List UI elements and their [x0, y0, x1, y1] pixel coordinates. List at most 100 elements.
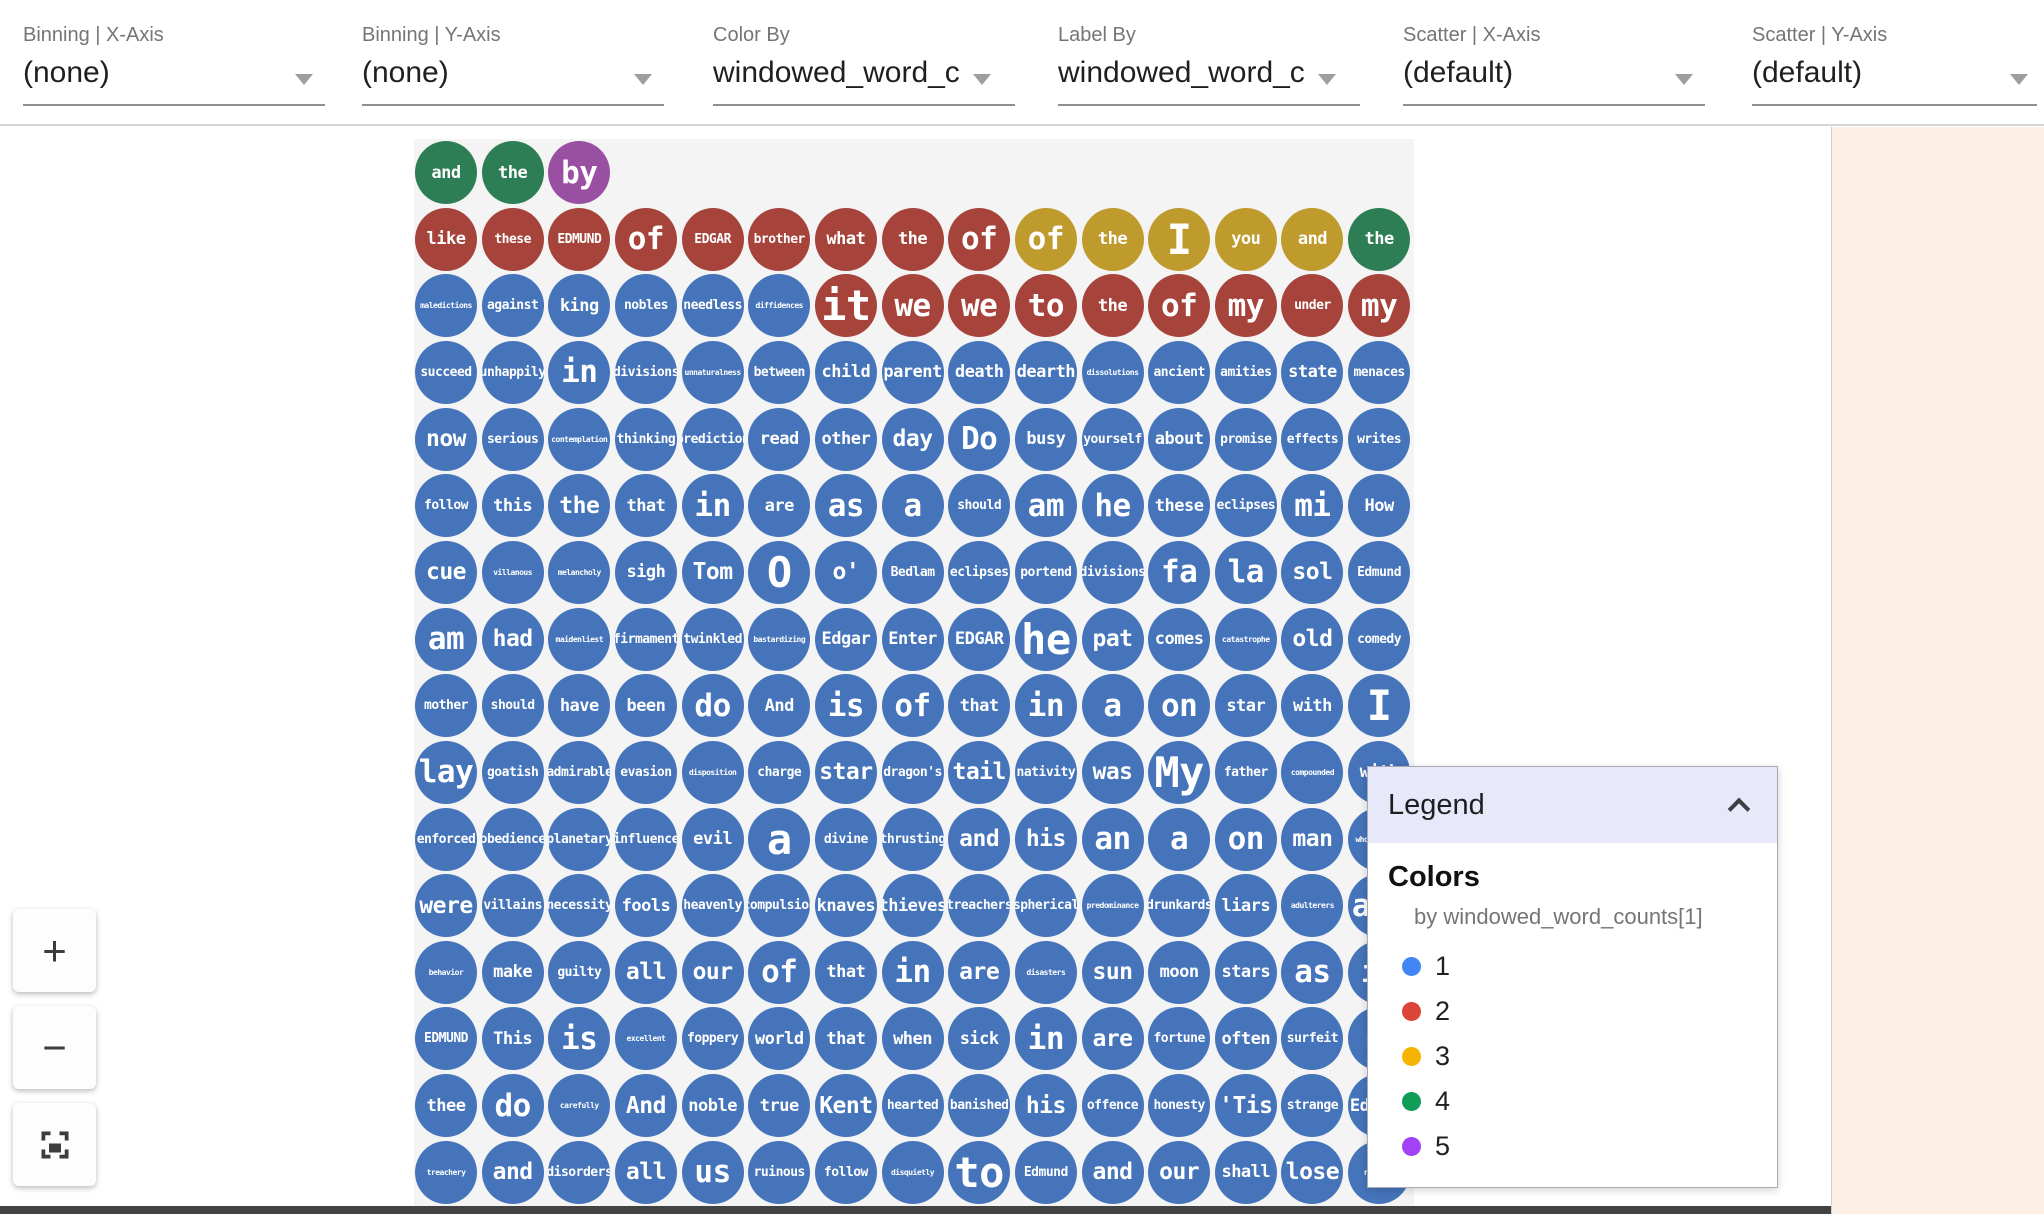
word-bubble[interactable]: surfeit	[1281, 1007, 1344, 1071]
word-bubble[interactable]: ruinous	[748, 1140, 811, 1204]
word-bubble[interactable]: and	[1281, 207, 1344, 271]
word-bubble[interactable]: of	[948, 207, 1011, 271]
word-bubble[interactable]: been	[614, 674, 677, 738]
word-bubble[interactable]: portend	[1014, 540, 1077, 604]
word-bubble[interactable]: Do	[948, 407, 1011, 471]
word-bubble[interactable]: our	[681, 940, 744, 1004]
word-bubble[interactable]: Edmund	[1348, 540, 1411, 604]
word-bubble[interactable]: nativity	[1014, 740, 1077, 804]
word-bubble[interactable]: guilty	[548, 940, 611, 1004]
word-bubble[interactable]: stars	[1214, 940, 1277, 1004]
word-bubble[interactable]: la	[1214, 540, 1277, 604]
word-bubble[interactable]: our	[1148, 1140, 1211, 1204]
word-bubble[interactable]: now	[415, 407, 477, 471]
word-bubble[interactable]: charge	[748, 740, 811, 804]
word-bubble[interactable]: fa	[1148, 540, 1211, 604]
word-bubble[interactable]: and	[1081, 1140, 1144, 1204]
word-bubble[interactable]: tail	[948, 740, 1011, 804]
word-bubble[interactable]: sigh	[614, 540, 677, 604]
word-bubble[interactable]: Enter	[881, 607, 944, 671]
word-bubble[interactable]: promise	[1214, 407, 1277, 471]
word-bubble[interactable]: dragon's	[881, 740, 944, 804]
word-bubble[interactable]: EDGAR	[681, 207, 744, 271]
word-bubble[interactable]: villanous	[481, 540, 544, 604]
word-bubble[interactable]: menaces	[1348, 340, 1411, 404]
word-bubble[interactable]: EDMUND	[548, 207, 611, 271]
word-bubble[interactable]: the	[1081, 274, 1144, 338]
word-bubble[interactable]: treachers	[948, 874, 1011, 938]
word-bubble[interactable]: have	[548, 674, 611, 738]
word-bubble[interactable]: villains	[481, 874, 544, 938]
word-bubble[interactable]: the	[1348, 207, 1411, 271]
word-bubble[interactable]: sun	[1081, 940, 1144, 1004]
word-bubble[interactable]: excellent	[614, 1007, 677, 1071]
word-bubble[interactable]: disquietly	[881, 1140, 944, 1204]
word-bubble[interactable]: do	[481, 1074, 544, 1138]
word-bubble[interactable]: am	[415, 607, 477, 671]
word-bubble[interactable]: disposition	[681, 740, 744, 804]
word-bubble[interactable]: star	[1214, 674, 1277, 738]
word-bubble[interactable]: catastrophe	[1214, 607, 1277, 671]
word-bubble[interactable]: the	[1081, 207, 1144, 271]
word-bubble[interactable]: to	[948, 1140, 1011, 1204]
word-bubble[interactable]: was	[1081, 740, 1144, 804]
word-bubble[interactable]: How	[1348, 474, 1411, 538]
word-bubble[interactable]: to	[1014, 274, 1077, 338]
word-bubble[interactable]: enforced	[415, 807, 477, 871]
word-bubble[interactable]: Edgar	[814, 607, 877, 671]
word-bubble[interactable]: that	[948, 674, 1011, 738]
word-bubble[interactable]: evasion	[614, 740, 677, 804]
word-bubble[interactable]: we	[948, 274, 1011, 338]
word-bubble[interactable]: in	[881, 940, 944, 1004]
word-bubble[interactable]: his	[1014, 807, 1077, 871]
word-bubble[interactable]: often	[1214, 1007, 1277, 1071]
word-bubble[interactable]: divine	[814, 807, 877, 871]
word-bubble[interactable]: honesty	[1148, 1074, 1211, 1138]
word-bubble[interactable]: do	[681, 674, 744, 738]
word-bubble[interactable]: his	[1014, 1074, 1077, 1138]
word-bubble[interactable]: and	[481, 1140, 544, 1204]
word-bubble[interactable]: day	[881, 407, 944, 471]
word-bubble[interactable]: when	[881, 1007, 944, 1071]
word-bubble[interactable]: And	[748, 674, 811, 738]
word-bubble[interactable]: you	[1214, 207, 1277, 271]
word-bubble[interactable]: divisions	[614, 340, 677, 404]
word-bubble[interactable]: am	[1014, 474, 1077, 538]
word-bubble[interactable]: strange	[1281, 1074, 1344, 1138]
word-bubble[interactable]: true	[748, 1074, 811, 1138]
word-bubble[interactable]: mother	[415, 674, 477, 738]
word-bubble[interactable]: predominance	[1081, 874, 1144, 938]
word-bubble[interactable]: heavenly	[681, 874, 744, 938]
word-bubble[interactable]: my	[1348, 274, 1411, 338]
word-bubble[interactable]: and	[948, 807, 1011, 871]
word-bubble[interactable]: comedy	[1348, 607, 1411, 671]
word-bubble[interactable]: hearted	[881, 1074, 944, 1138]
word-bubble[interactable]: contemplation	[548, 407, 611, 471]
word-bubble[interactable]: with	[1281, 674, 1344, 738]
bottom-scrollbar[interactable]	[0, 1206, 1831, 1214]
word-bubble[interactable]: planetary	[548, 807, 611, 871]
word-bubble[interactable]: 'Tis	[1214, 1074, 1277, 1138]
word-bubble[interactable]: brother	[748, 207, 811, 271]
dropdown-binning-x[interactable]: Binning | X-Axis (none)	[23, 0, 325, 126]
word-bubble[interactable]: is	[814, 674, 877, 738]
word-bubble[interactable]: effects	[1281, 407, 1344, 471]
word-bubble[interactable]: obedience	[481, 807, 544, 871]
word-bubble[interactable]: in	[548, 340, 611, 404]
word-bubble[interactable]: This	[481, 1007, 544, 1071]
word-bubble[interactable]: lay	[415, 740, 477, 804]
word-bubble[interactable]: sol	[1281, 540, 1344, 604]
word-bubble[interactable]: carefully	[548, 1074, 611, 1138]
word-bubble[interactable]: compounded	[1281, 740, 1344, 804]
word-bubble[interactable]: of	[1014, 207, 1077, 271]
word-bubble[interactable]: thee	[415, 1074, 477, 1138]
word-bubble[interactable]: maidenliest	[548, 607, 611, 671]
word-bubble[interactable]: that	[814, 940, 877, 1004]
word-bubble[interactable]: us	[681, 1140, 744, 1204]
word-bubble[interactable]: follow	[415, 474, 477, 538]
word-bubble[interactable]: are	[748, 474, 811, 538]
dropdown-binning-y[interactable]: Binning | Y-Axis (none)	[362, 0, 664, 126]
word-bubble[interactable]: of	[881, 674, 944, 738]
word-bubble[interactable]: unhappily	[481, 340, 544, 404]
zoom-in-button[interactable]: +	[13, 909, 96, 992]
